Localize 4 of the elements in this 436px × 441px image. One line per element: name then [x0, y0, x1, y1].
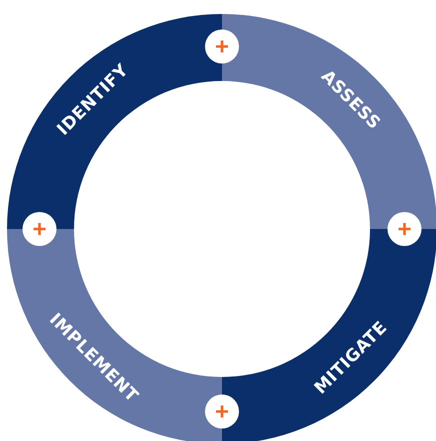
ring-segment: [222, 14, 436, 229]
ring-segment: [222, 229, 436, 441]
ring-segment: [7, 14, 222, 229]
ring-segment: [7, 229, 222, 441]
